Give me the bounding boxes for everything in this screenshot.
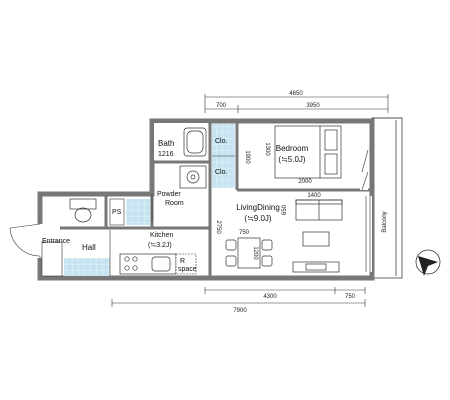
refrigerator-space [175, 253, 197, 275]
dim-table-width: 750 [239, 230, 250, 236]
entrance-floor [41, 241, 63, 277]
entrance-door [9, 223, 41, 258]
dim-ld-height: 2750 [215, 220, 221, 234]
balcony-label: Balcony [382, 211, 388, 232]
north-arrow-icon [415, 249, 441, 276]
top-dimensions [204, 94, 389, 113]
dim-bed-height: 1300 [264, 142, 270, 156]
living-dining-size: (≒9.0J) [244, 214, 271, 223]
balcony-area [371, 117, 403, 279]
dim-top-total: 4650 [289, 91, 303, 97]
dim-sofa-width: 1400 [307, 193, 321, 199]
powder-room-label-2: Room [165, 200, 184, 207]
dim-bottom-right: 4300 [263, 294, 277, 300]
washbasin [179, 165, 207, 189]
shoe-cabinet [64, 258, 110, 276]
r-space-label-2: space [178, 266, 197, 273]
bedroom-size: (≒5.0J) [278, 155, 305, 164]
dim-bottom-total: 7900 [233, 308, 247, 314]
dim-closet-height: 1900 [244, 150, 250, 164]
toilet [69, 198, 97, 223]
dim-bottom-small: 750 [345, 294, 356, 300]
bath-room [154, 123, 208, 160]
toilet-floor-tile [126, 199, 150, 225]
dim-sofa-depth: 650 [282, 204, 288, 215]
ld-window [364, 196, 372, 272]
bottom-dimensions [111, 287, 366, 307]
closet-2-label: Clo. [215, 169, 228, 176]
closet-1-label: Clo. [215, 138, 228, 145]
kitchen-size: (≒3.2J) [148, 242, 172, 249]
dim-table-depth: 1200 [252, 246, 258, 260]
entrance-label: Entrance [42, 238, 70, 245]
bedroom-label: Bedroom [276, 144, 309, 153]
kitchen-label: Kitchen [150, 232, 173, 239]
bedroom-door [360, 149, 369, 191]
tv-stand [292, 261, 340, 273]
ps-shaft [109, 198, 125, 226]
bed [274, 125, 342, 179]
powder-room-label-1: Powder [157, 191, 181, 198]
hall-label: Hall [82, 243, 96, 252]
bath-label: Bath [158, 139, 174, 148]
bathtub [183, 127, 207, 157]
sofa [295, 199, 343, 221]
ps-label: PS [112, 209, 122, 216]
dim-top-right: 3950 [306, 103, 320, 109]
bath-size: 1216 [158, 151, 174, 158]
living-dining-label: LivingDining [236, 203, 280, 212]
r-space-label-1: R [180, 258, 185, 265]
coffee-table [302, 231, 330, 247]
dim-top-left: 700 [216, 103, 227, 109]
dim-bed-width: 2000 [298, 179, 312, 185]
dining-set [225, 237, 273, 269]
entrance-opening [36, 224, 44, 258]
kitchen-counter [119, 253, 177, 275]
